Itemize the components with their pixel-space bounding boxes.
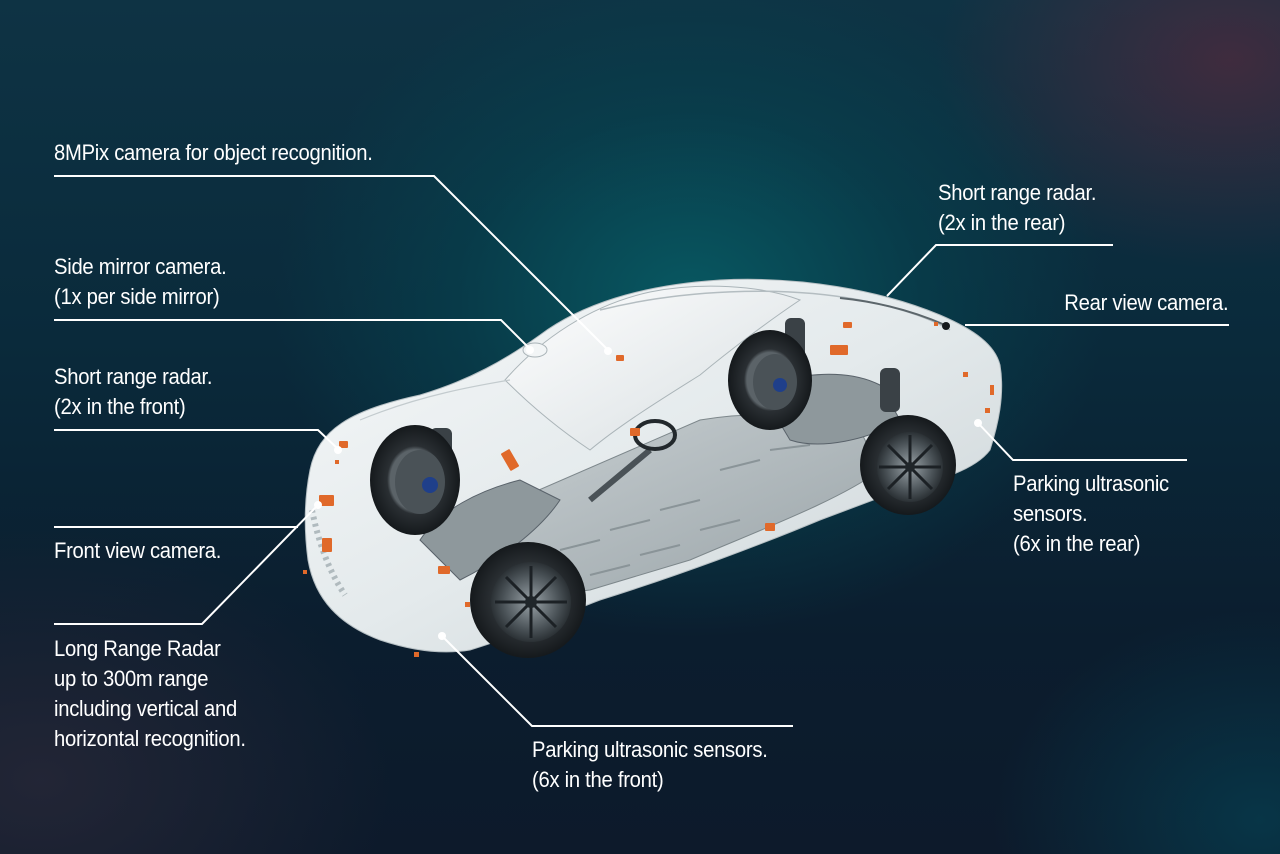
callout-front-view-camera: Front view camera. [54,536,221,566]
callout-line: Parking ultrasonic [1013,471,1169,496]
callout-line: horizontal recognition. [54,726,246,751]
leader-front-parking [441,635,793,727]
callout-main-camera: 8MPix camera for object recognition. [54,138,373,168]
sensor-markers [303,322,994,657]
car-windshield [504,285,802,451]
wheel-front-left [370,425,460,535]
leader-main-camera [54,175,609,351]
callout-rear-short-range-radar: Short range radar. (2x in the rear) [938,178,1096,238]
callout-line: (6x in the front) [532,767,664,792]
leader-front-short-radar [54,429,339,450]
callout-line: up to 300m range [54,666,209,691]
leader-lines [54,175,1229,727]
callout-line: Rear view camera. [1063,290,1228,315]
car-illustration [303,278,1003,658]
callout-side-mirror-camera: Side mirror camera. (1x per side mirror) [54,252,227,312]
callout-line: Parking ultrasonic sensors. [532,737,768,762]
callout-rear-parking-sensors: Parking ultrasonic sensors. (6x in the r… [1013,469,1169,559]
leader-endpoints [314,346,982,640]
callout-long-range-radar: Long Range Radar up to 300m range includ… [54,634,246,754]
callout-front-short-range-radar: Short range radar. (2x in the front) [54,362,212,422]
callout-line: Short range radar. [54,364,213,389]
wheel-rear-right [860,415,956,515]
leader-rear-parking [977,422,1187,461]
callout-line: (6x in the rear) [1013,531,1141,556]
rear-camera-lens [942,322,950,330]
leader-side-mirror-camera [54,319,531,350]
leader-long-range-radar [54,504,319,625]
callout-line: (1x per side mirror) [54,284,220,309]
callout-line: 8MPix camera for object recognition. [54,140,373,165]
callout-front-parking-sensors: Parking ultrasonic sensors. (6x in the f… [532,735,768,795]
callout-line: (2x in the rear) [938,210,1066,235]
leader-rear-short-radar [886,244,1113,297]
wheel-front-right [470,542,586,658]
callout-line: including vertical and [54,696,237,721]
callout-line: Long Range Radar [54,636,221,661]
wheel-rear-left [728,330,812,430]
callout-line: Front view camera. [54,538,222,563]
callout-rear-view-camera: Rear view camera. [1064,288,1228,318]
callout-line: Short range radar. [938,180,1097,205]
callout-line: (2x in the front) [54,394,186,419]
callout-line: Side mirror camera. [54,254,227,279]
callout-line: sensors. [1013,501,1088,526]
